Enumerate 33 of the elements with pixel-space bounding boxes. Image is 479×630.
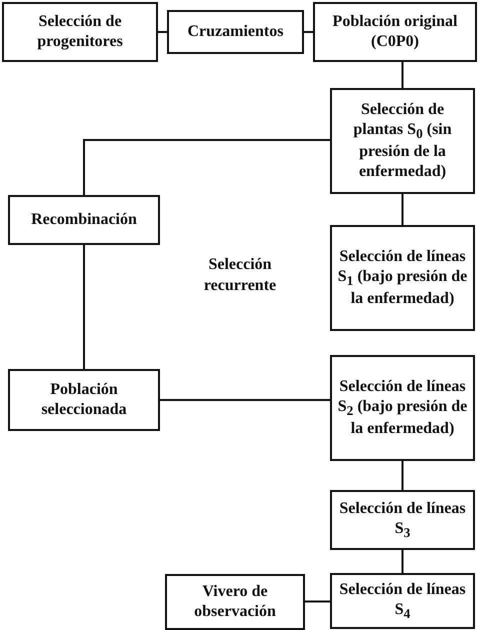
box-text: Recombinación — [31, 210, 137, 230]
connector-line — [402, 194, 404, 225]
connector-line — [160, 399, 330, 401]
process-box — [330, 490, 475, 550]
connector-line — [158, 31, 167, 33]
process-box — [330, 355, 475, 461]
box-text: Selección de líneas S$_{4}$ — [338, 580, 467, 622]
cycle-label: Selección recurrente — [202, 255, 278, 296]
process-box — [313, 2, 477, 62]
box-text: Población original (C0P0) — [332, 12, 458, 52]
box-text: Selección de progenitores — [36, 12, 124, 52]
box-text: Población seleccionada — [40, 380, 128, 420]
connector-line — [402, 461, 404, 490]
connector-line — [305, 600, 330, 602]
process-box — [330, 88, 475, 194]
connector-line — [402, 62, 404, 88]
process-box — [8, 369, 160, 431]
process-box — [165, 574, 305, 630]
box-text: Selección de plantas S$_{0}$ (sin presión de la enfermedad) — [352, 100, 453, 182]
process-box — [8, 195, 160, 245]
process-box — [2, 2, 158, 62]
connector-line — [402, 550, 404, 573]
connector-line — [83, 139, 330, 195]
box-text: Cruzamientos — [188, 22, 284, 42]
connector-line — [304, 31, 313, 33]
process-box — [330, 573, 475, 629]
process-box — [330, 225, 475, 331]
box-text: Selección de líneas S$_{3}$ — [338, 498, 467, 542]
process-box — [167, 10, 304, 54]
connector-line — [83, 245, 85, 369]
box-text: Selección de líneas S$_{2}$ (bajo presión de la enfermedad) — [336, 376, 468, 440]
box-text: Vivero de observación — [193, 582, 277, 622]
box-text: Selección de líneas S$_{1}$ (bajo presión de la enfermedad) — [336, 246, 468, 310]
